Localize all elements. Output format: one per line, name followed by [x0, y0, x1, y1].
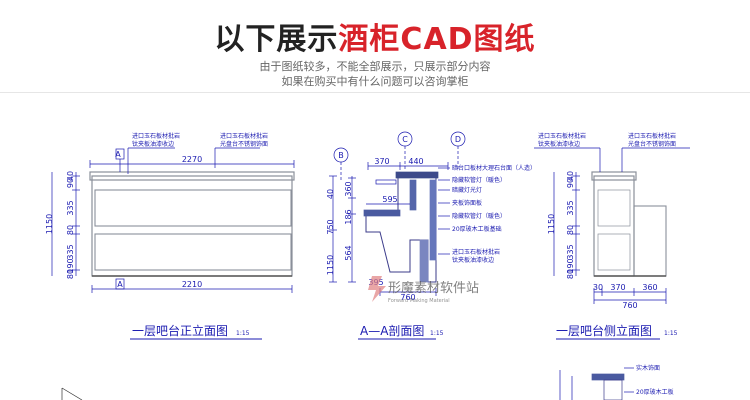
d1-dim-top: 2270 — [182, 155, 202, 164]
d1-note-left-1: 进口玉石板材批岩 — [132, 132, 180, 140]
d1-scale: 1:15 — [236, 330, 250, 337]
d3-dim-bottom-1: 30 — [593, 283, 603, 292]
d3-note-left-2: 钛夹板油漆收边 — [538, 140, 580, 148]
d1-dim-left-6: 190 — [66, 258, 75, 273]
d2-dim-left-2: 360 — [344, 181, 353, 196]
d2-caption: A—A剖面图 — [360, 324, 424, 338]
page-header: 以下展示酒柜CAD图纸 由于图纸较多，不能全部展示，只展示部分内容 如果在购买中… — [0, 0, 750, 92]
d3-note-left-1: 进口玉石板材批岩 — [538, 132, 586, 140]
d2-dim-left-6: 1150 — [326, 255, 335, 275]
watermark: 形魔素材软件站 Forward Making Material — [368, 276, 479, 304]
d1-dim-left-5: 335 — [66, 244, 75, 259]
section-aa-drawing — [329, 131, 466, 340]
d2-dim-bottom: 760 — [400, 293, 415, 302]
d1-dim-left-2: 90 — [66, 178, 75, 188]
d3-dim-left-7: 80 — [566, 269, 575, 279]
d3-dim-left-4: 80 — [566, 225, 575, 235]
d1-caption: 一层吧台正立面图 — [132, 323, 228, 338]
d2-dim-top-1: 370 — [374, 157, 389, 166]
d3-note-right-1: 进口玉石板材批岩 — [628, 132, 676, 140]
d2-note-2: 隐藏软管灯（暖色） — [452, 176, 506, 184]
watermark-sub: Forward Making Material — [388, 298, 450, 304]
d1-note-right-1: 进口玉石板材批岩 — [220, 132, 268, 140]
d2-note-4: 夹板饰面板 — [452, 199, 482, 207]
d1-dim-left-4: 80 — [66, 225, 75, 235]
watermark-text: 形魔素材软件站 — [388, 281, 479, 296]
d2-note-5: 隐藏软管灯（暖色） — [452, 212, 506, 220]
d3-dim-left-6: 190 — [566, 258, 575, 273]
d2-note-7: 进口玉石板材批岩 — [452, 248, 500, 256]
d2-dim-left-1: 40 — [326, 189, 335, 199]
d3-caption: 一层吧台侧立面图 — [556, 323, 652, 338]
d3-scale: 1:15 — [664, 330, 678, 337]
d2-note-8: 钛夹板油漆收边 — [452, 256, 494, 264]
d2-dim-top-2: 440 — [408, 157, 423, 166]
header-divider — [0, 92, 750, 93]
d2-dim-left-4: 186 — [344, 209, 353, 224]
subtitle-line-1: 由于图纸较多，不能全部展示，只展示部分内容 — [259, 60, 491, 73]
d1-dim-left-7: 80 — [66, 269, 75, 279]
d1-dim-left-3: 335 — [66, 200, 75, 215]
d2-mark-c: C — [402, 135, 408, 144]
d2-note-6: 20厚玻木工板基础 — [452, 225, 502, 233]
d1-dim-left-1: 40 — [66, 171, 75, 181]
d2-mark-d: D — [455, 135, 461, 144]
panel-lower — [94, 233, 292, 271]
d2-dim-left-5: 564 — [344, 245, 353, 260]
d1-dim-bottom: 2210 — [182, 280, 202, 289]
subtitle-line-2: 如果在购买中有什么问题可以咨询掌柜 — [281, 75, 469, 88]
title-black: 以下展示 — [214, 22, 339, 57]
d3-dim-left-3: 335 — [566, 200, 575, 215]
page-title: 以下展示酒柜CAD图纸 — [0, 14, 750, 58]
d1-section-mark-bottom: A — [117, 280, 123, 289]
d3-dim-bottom-3: 360 — [642, 283, 657, 292]
d2-dim-mid: 595 — [382, 195, 397, 204]
d4-note-1: 实木饰面 — [636, 364, 660, 372]
watermark-logo-icon — [368, 276, 386, 302]
counter-top — [89, 171, 295, 181]
d3-dim-left-2: 90 — [566, 178, 575, 188]
front-elevation-drawing — [51, 147, 295, 340]
d1-note-right-2: 光盘台不锈钢饰面 — [220, 140, 268, 148]
d4-note-2: 20厚玻木工板 — [636, 388, 674, 396]
d3-dim-bottom: 760 — [622, 301, 637, 310]
panel-upper — [94, 189, 292, 227]
d2-note-3: 暗藏灯光灯 — [452, 186, 482, 194]
side-elevation-drawing — [534, 147, 690, 340]
d1-dim-height: 1150 — [45, 214, 54, 234]
d2-scale: 1:15 — [430, 330, 444, 337]
d3-dim-bottom-2: 370 — [610, 283, 625, 292]
partial-bottom-left-shape — [61, 387, 83, 400]
d3-dim-left-1: 40 — [566, 171, 575, 181]
d3-dim-left-5: 335 — [566, 244, 575, 259]
partial-detail-drawing — [559, 367, 634, 400]
title-red: 酒柜CAD图纸 — [338, 22, 536, 57]
d2-dim-left-3: 750 — [326, 219, 335, 234]
d3-dim-height: 1150 — [547, 214, 556, 234]
d1-note-left-2: 钛夹板油漆收边 — [132, 140, 174, 148]
d2-note-1: 暗台口板材大理石台面（人造） — [452, 164, 536, 172]
d1-section-mark-top: A — [115, 150, 121, 159]
d2-mark-b: B — [338, 151, 344, 160]
section-top-slab — [395, 171, 439, 179]
d3-note-right-2: 光盘台不锈钢饰面 — [628, 140, 676, 148]
